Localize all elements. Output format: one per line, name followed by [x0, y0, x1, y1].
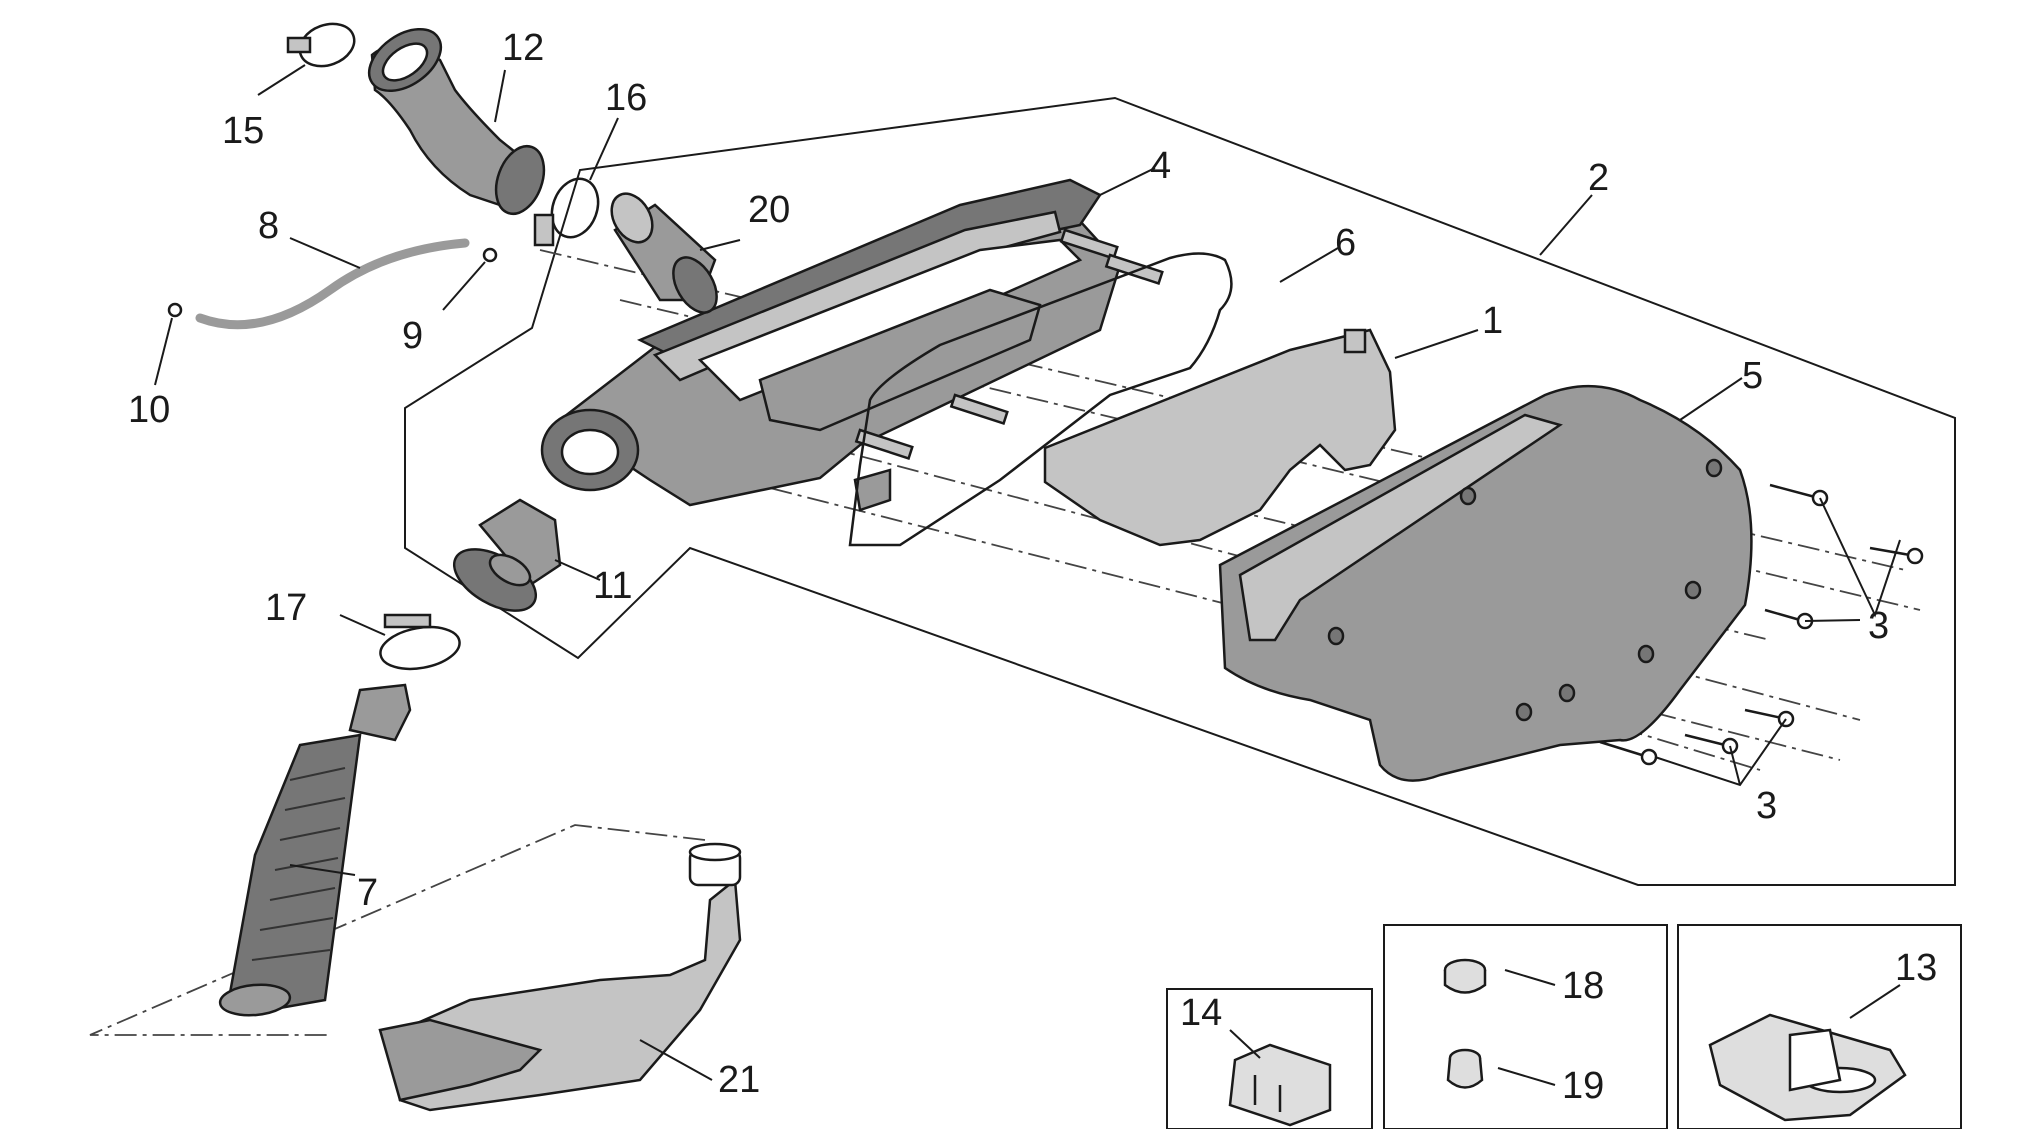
air-box-body — [540, 178, 1164, 512]
intake-hose — [367, 27, 546, 215]
filter-tab — [1343, 328, 1367, 354]
bellows-duct — [218, 683, 412, 1017]
callout-5: 5 — [1742, 355, 1763, 397]
air-box-cover — [1218, 384, 1753, 782]
callout-labels: 1 2 3 3 4 5 6 7 8 9 10 11 12 13 14 15 16… — [128, 27, 1937, 1107]
callout-7: 7 — [357, 872, 378, 914]
connector-sleeve — [610, 192, 718, 314]
callout-15: 15 — [222, 110, 264, 152]
detail-box-18-19 — [1383, 924, 1668, 1129]
hose-clamp — [533, 177, 600, 247]
callout-21: 21 — [718, 1059, 760, 1101]
detail-box-14 — [1166, 988, 1373, 1129]
small-grommet — [1446, 1048, 1484, 1089]
callout-6: 6 — [1335, 222, 1356, 264]
clip-nut — [1708, 1013, 1907, 1122]
assembly-outline-frame — [404, 96, 1956, 886]
breather-pipe-inner — [195, 238, 470, 330]
callout-18: 18 — [1562, 965, 1604, 1007]
callout-9: 9 — [402, 315, 423, 357]
callout-1: 1 — [1482, 300, 1503, 342]
callout-14: 14 — [1180, 992, 1222, 1034]
callout-16: 16 — [605, 77, 647, 119]
callout-3-upper: 3 — [1868, 605, 1889, 647]
callout-2: 2 — [1588, 157, 1609, 199]
grommet-sleeve — [452, 498, 562, 612]
screws — [1599, 483, 1924, 766]
callout-13: 13 — [1895, 947, 1937, 989]
callout-3-lower: 3 — [1756, 785, 1777, 827]
hose-clamp-small — [286, 22, 356, 68]
hose-clamp-17 — [379, 613, 461, 671]
callout-12: 12 — [502, 27, 544, 69]
callout-8: 8 — [258, 205, 279, 247]
pipe-clip-9 — [482, 247, 498, 263]
detail-box-13 — [1677, 924, 1962, 1129]
callout-leaders — [154, 64, 1901, 1086]
pipe-clip-10 — [167, 302, 183, 318]
callout-17: 17 — [265, 587, 307, 629]
callout-11: 11 — [593, 565, 632, 607]
callout-10: 10 — [128, 389, 170, 431]
callout-4: 4 — [1150, 145, 1171, 187]
gasket — [848, 252, 1233, 547]
rubber-plug — [1443, 958, 1487, 994]
callout-20: 20 — [748, 189, 790, 231]
callout-19: 19 — [1562, 1065, 1604, 1107]
lower-duct — [378, 842, 742, 1112]
